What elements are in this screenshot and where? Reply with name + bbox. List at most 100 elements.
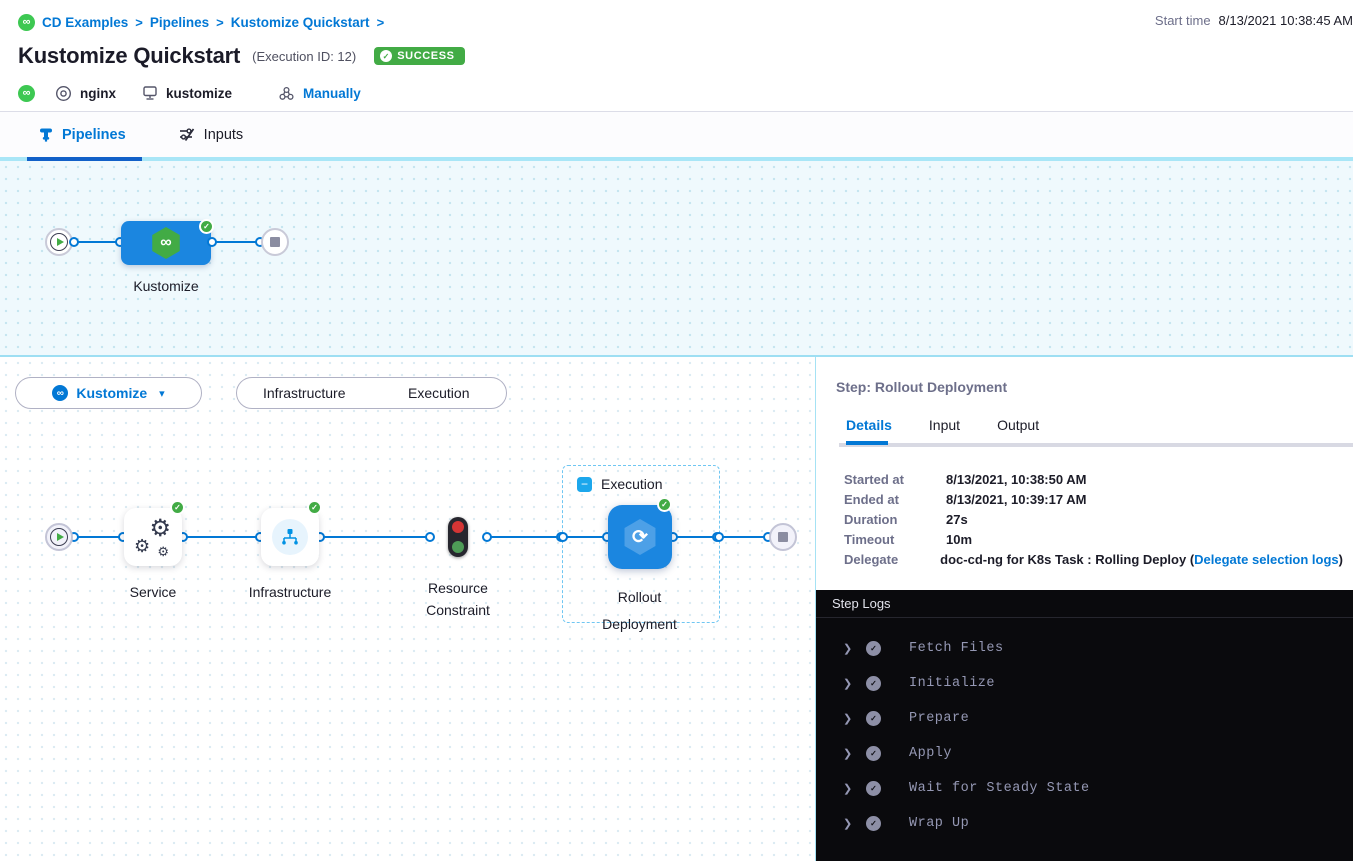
edge: [668, 532, 722, 542]
execution-end-node: [769, 523, 797, 551]
edge: [714, 532, 773, 542]
breadcrumb-kustomize-quickstart[interactable]: Kustomize Quickstart: [230, 14, 370, 30]
step-label-service: Service: [129, 584, 177, 600]
play-icon: [50, 528, 68, 546]
step-logs-console: Step Logs ❯ ✓ Fetch Files ❯ ✓ Initialize…: [816, 590, 1353, 861]
section-success-icon: ✓: [866, 711, 881, 726]
start-time-label: Start time: [1154, 13, 1211, 28]
page-header: ∞ CD Examples > Pipelines > Kustomize Qu…: [0, 0, 1353, 112]
active-tab-indicator: [846, 441, 888, 445]
expand-chevron-icon[interactable]: ❯: [843, 678, 853, 690]
log-section-prepare[interactable]: ❯ ✓ Prepare: [843, 711, 970, 726]
execution-id: (Execution ID: 12): [252, 48, 357, 64]
start-time: Start time 8/13/2021 10:38:45 AM: [1155, 13, 1353, 28]
infrastructure-icon: [282, 529, 298, 545]
tab-pipelines-label: Pipelines: [62, 126, 126, 143]
section-success-icon: ✓: [866, 676, 881, 691]
active-tab-indicator: [27, 157, 142, 161]
status-badge: ✓ SUCCESS: [374, 47, 465, 65]
bottom-split: ∞ Kustomize ▾ Infrastructure Execution −…: [0, 355, 1353, 861]
stage-label: Kustomize: [133, 278, 199, 294]
section-success-icon: ✓: [866, 816, 881, 831]
log-section-fetch-files[interactable]: ❯ ✓ Fetch Files: [843, 641, 1004, 656]
edge: [69, 532, 128, 542]
step-details-list: Started at 8/13/2021, 10:38:50 AM Ended …: [844, 469, 1343, 569]
success-check-icon: ✓: [380, 50, 393, 62]
log-section-wrap-up[interactable]: ❯ ✓ Wrap Up: [843, 816, 970, 831]
trigger-manually-link[interactable]: Manually: [303, 85, 361, 101]
cd-stage-icon: ∞: [52, 385, 69, 401]
log-sections: ❯ ✓ Fetch Files ❯ ✓ Initialize ❯ ✓ Prepa…: [816, 618, 1353, 841]
chevron-down-icon: ▾: [159, 387, 165, 400]
step-node-service[interactable]: ⚙ ⚙ ⚙: [124, 508, 182, 566]
edge: [315, 532, 435, 542]
environment-name: kustomize: [166, 85, 233, 101]
service-icon: [55, 85, 72, 101]
section-success-icon: ✓: [866, 641, 881, 656]
traffic-light-red: [452, 521, 464, 533]
step-panel-title: Step: Rollout Deployment: [836, 379, 1008, 395]
service-name: nginx: [80, 85, 116, 101]
breadcrumb-separator-icon: >: [376, 14, 385, 30]
detail-row-delegate: Delegate doc-cd-ng for K8s Task : Rollin…: [844, 551, 1343, 567]
toggle-infrastructure[interactable]: Infrastructure: [263, 385, 346, 401]
execution-group-box: [562, 465, 720, 623]
log-section-apply[interactable]: ❯ ✓ Apply: [843, 746, 953, 761]
stage-selector-dropdown[interactable]: ∞ Kustomize ▾: [15, 377, 202, 409]
detail-row-ended: Ended at 8/13/2021, 10:39:17 AM: [844, 491, 1087, 507]
tab-output[interactable]: Output: [997, 417, 1040, 433]
tab-details[interactable]: Details: [846, 417, 892, 433]
expand-chevron-icon[interactable]: ❯: [843, 783, 853, 795]
breadcrumb-separator-icon: >: [216, 14, 224, 30]
delegate-selection-logs-link[interactable]: Delegate selection logs: [1194, 551, 1339, 567]
expand-chevron-icon[interactable]: ❯: [843, 643, 853, 655]
tabbar-bottom-bar: [0, 157, 1353, 161]
tabs-separator: [839, 443, 1353, 447]
page-title: Kustomize Quickstart: [18, 43, 241, 68]
pipeline-end-node: [261, 228, 289, 256]
breadcrumb-pipelines[interactable]: Pipelines: [149, 14, 210, 30]
tab-inputs-label: Inputs: [203, 126, 244, 143]
breadcrumb-cd-examples[interactable]: CD Examples: [42, 14, 129, 30]
trigger-icon: [279, 86, 294, 100]
stop-icon: [778, 532, 788, 542]
play-icon: [50, 233, 68, 251]
detail-row-started: Started at 8/13/2021, 10:38:50 AM: [844, 471, 1087, 487]
log-section-wait-for-steady-state[interactable]: ❯ ✓ Wait for Steady State: [843, 781, 1090, 796]
trigger-meta: Manually: [278, 85, 361, 102]
step-details-panel: Step: Rollout Deployment Details Input O…: [815, 357, 1353, 861]
expand-chevron-icon[interactable]: ❯: [843, 713, 853, 725]
log-section-initialize[interactable]: ❯ ✓ Initialize: [843, 676, 996, 691]
stage-node-kustomize[interactable]: ∞: [121, 221, 211, 265]
collapse-group-icon[interactable]: −: [577, 476, 592, 492]
inputs-icon: [179, 128, 194, 141]
breadcrumb-separator-icon: >: [135, 14, 143, 30]
step-label-resource-constraint: Resource Constraint: [426, 580, 490, 618]
expand-chevron-icon[interactable]: ❯: [843, 748, 853, 760]
tab-pipelines[interactable]: Pipelines: [38, 126, 126, 143]
edge: [558, 532, 612, 542]
cd-stage-icon: ∞: [152, 227, 180, 259]
detail-row-timeout: Timeout 10m: [844, 531, 973, 547]
stage-success-icon: ✓: [199, 219, 214, 234]
execution-graph-canvas: ∞ Kustomize ▾ Infrastructure Execution −…: [0, 357, 815, 861]
step-logs-header: Step Logs: [816, 590, 1353, 618]
resource-constraint-node[interactable]: [448, 517, 468, 557]
step-success-icon: ✓: [170, 500, 185, 515]
step-panel-tabs: Details Input Output: [846, 417, 1039, 433]
execution-start-node: [45, 523, 73, 551]
tab-input[interactable]: Input: [928, 417, 961, 433]
edge: [178, 532, 265, 542]
toggle-execution[interactable]: Execution: [408, 385, 470, 401]
step-node-rollout-deployment[interactable]: ⟳: [608, 505, 672, 569]
step-node-infrastructure[interactable]: [261, 508, 319, 566]
tab-inputs[interactable]: Inputs: [178, 126, 244, 143]
expand-chevron-icon[interactable]: ❯: [843, 818, 853, 830]
cd-module-icon: ∞: [18, 84, 35, 102]
step-success-icon: ✓: [307, 500, 322, 515]
service-meta: nginx: [55, 85, 116, 102]
section-success-icon: ✓: [866, 746, 881, 761]
pipelines-icon: [40, 128, 52, 142]
edge: [207, 237, 265, 247]
